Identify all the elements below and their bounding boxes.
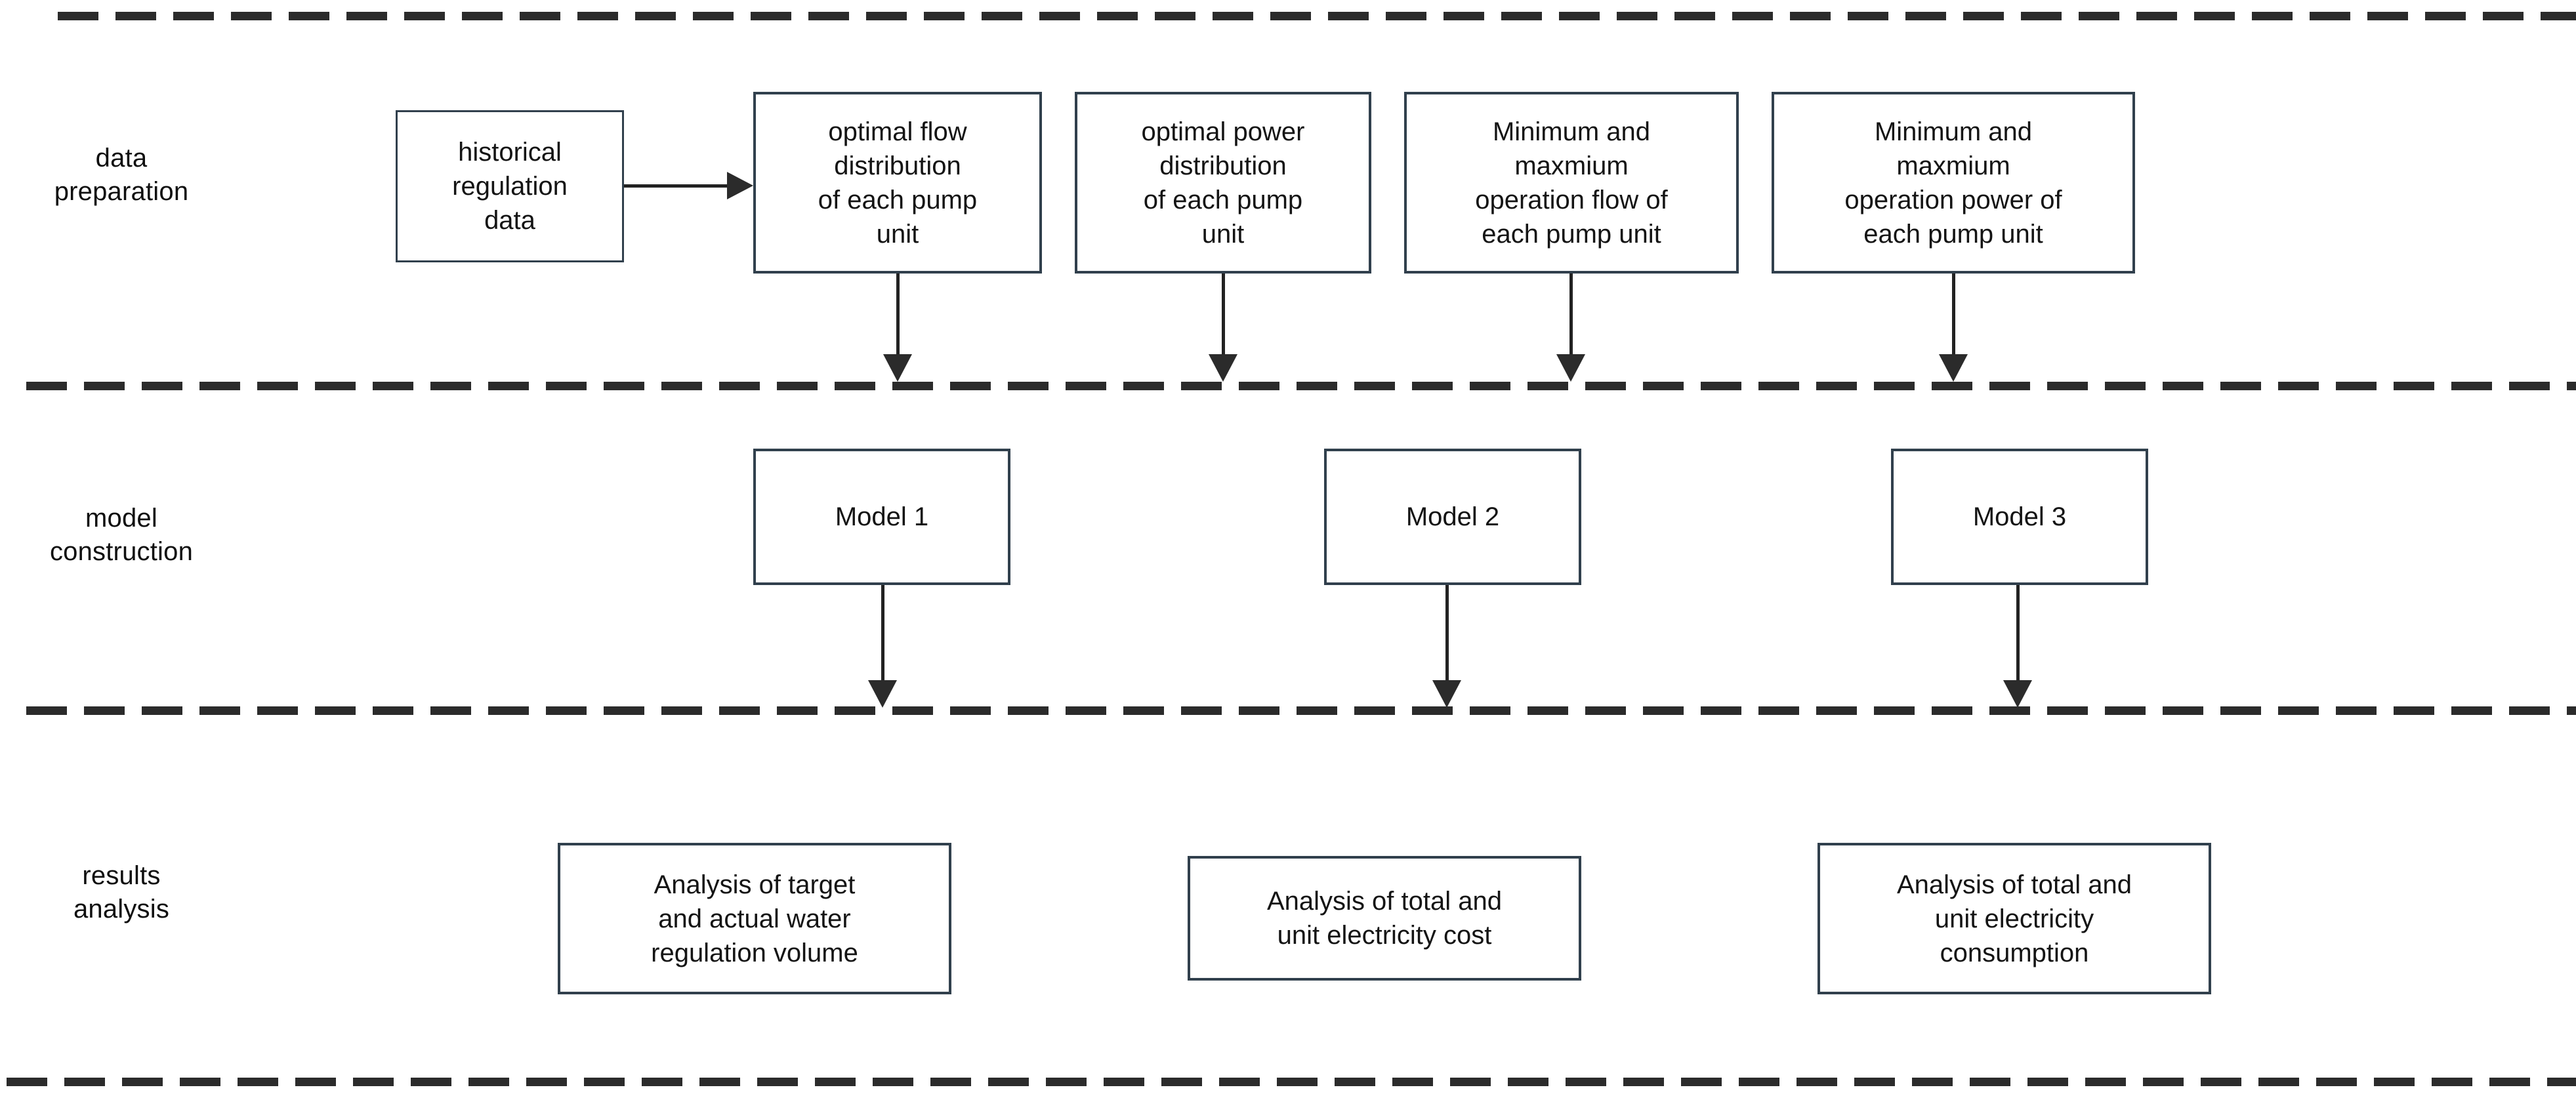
box-model-3[interactable]: Model 3 xyxy=(1891,449,2148,585)
connector-min-max-flow-down-arrowhead xyxy=(1556,354,1585,382)
connector-historical-to-optimal-flow-arrowhead xyxy=(727,172,753,199)
stage-label-data-preparation: data preparation xyxy=(54,144,189,206)
box-historical-regulation-data[interactable]: historical regulation data xyxy=(396,110,624,262)
connector-model-3-down-arrowhead xyxy=(2003,680,2032,708)
box-optimal-power-distribution[interactable]: optimal power distribution of each pump … xyxy=(1075,92,1371,274)
stage-label-model-construction: model construction xyxy=(49,504,194,566)
divider-bottom xyxy=(7,1078,2576,1086)
divider-top xyxy=(58,12,2576,20)
box-min-max-operation-power[interactable]: Minimum and maxmium operation power of e… xyxy=(1772,92,2135,274)
connector-optimal-flow-down-line xyxy=(896,274,900,356)
connector-historical-to-optimal-flow-line xyxy=(624,184,729,188)
connector-optimal-power-down-arrowhead xyxy=(1209,354,1237,382)
box-analysis-electricity-cost[interactable]: Analysis of total and unit electricity c… xyxy=(1188,856,1581,981)
connector-model-1-down-line xyxy=(881,585,884,682)
divider-2 xyxy=(26,706,2576,715)
connector-model-2-down-line xyxy=(1445,585,1449,682)
box-optimal-flow-distribution[interactable]: optimal flow distribution of each pump u… xyxy=(753,92,1042,274)
connector-min-max-flow-down-line xyxy=(1569,274,1573,356)
box-model-2[interactable]: Model 2 xyxy=(1324,449,1581,585)
connector-min-max-power-down-arrowhead xyxy=(1939,354,1968,382)
stage-label-results-analysis: results analysis xyxy=(73,861,170,923)
box-analysis-electricity-consumption[interactable]: Analysis of total and unit electricity c… xyxy=(1818,843,2211,994)
box-model-1[interactable]: Model 1 xyxy=(753,449,1010,585)
connector-model-1-down-arrowhead xyxy=(868,680,897,708)
box-min-max-operation-flow[interactable]: Minimum and maxmium operation flow of ea… xyxy=(1404,92,1739,274)
connector-model-3-down-line xyxy=(2016,585,2020,682)
divider-1 xyxy=(26,382,2576,390)
connector-min-max-power-down-line xyxy=(1952,274,1955,356)
connector-optimal-power-down-line xyxy=(1222,274,1225,356)
connector-optimal-flow-down-arrowhead xyxy=(883,354,912,382)
box-analysis-water-regulation-volume[interactable]: Analysis of target and actual water regu… xyxy=(558,843,951,994)
connector-model-2-down-arrowhead xyxy=(1432,680,1461,708)
